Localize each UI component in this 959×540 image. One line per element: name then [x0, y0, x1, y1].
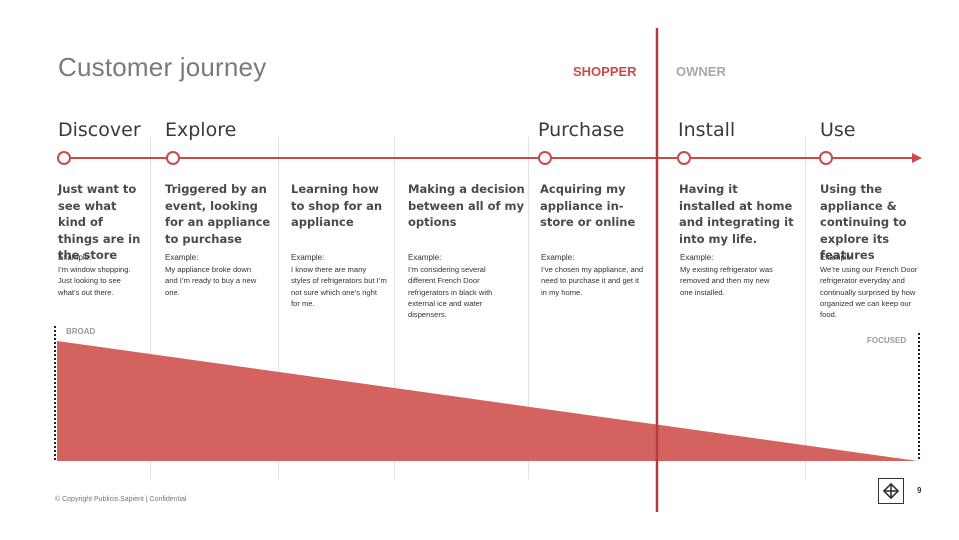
example-text: My appliance broke down and I’m ready to…: [165, 265, 257, 297]
shopper-tab[interactable]: SHOPPER: [573, 64, 637, 79]
focused-label: FOCUSED: [867, 336, 907, 345]
stage-desc: Triggered by an event, looking for an ap…: [165, 182, 271, 246]
stage-desc: Learning how to shop for an appliance: [291, 182, 383, 229]
timeline-arrow: [912, 153, 922, 163]
example-label: Example:: [680, 253, 714, 262]
column-divider: [528, 137, 529, 479]
stage-desc: Making a decision between all of my opti…: [408, 182, 525, 229]
timeline-node-use: [819, 151, 833, 165]
page-title: Customer journey: [58, 52, 267, 82]
timeline-node-explore: [166, 151, 180, 165]
timeline-node-purchase: [538, 151, 552, 165]
stage-label-discover: Discover: [58, 119, 141, 141]
stage-label-use: Use: [820, 119, 856, 141]
example-text: My existing refrigerator was removed and…: [680, 265, 773, 297]
owner-tab[interactable]: OWNER: [676, 64, 726, 79]
stage-label-purchase: Purchase: [538, 119, 625, 141]
focus-wedge: [57, 341, 918, 461]
column-divider: [394, 137, 395, 479]
example-text: I’ve chosen my appliance, and need to pu…: [541, 265, 644, 297]
broad-label: BROAD: [66, 327, 96, 336]
example-label: Example:: [58, 253, 92, 262]
timeline-node-install: [677, 151, 691, 165]
example-text: We’re using our French Door refrigerator…: [820, 265, 918, 320]
example-label: Example:: [541, 253, 575, 262]
stage-desc: Having it installed at home and integrat…: [679, 182, 794, 246]
example-text: I’m window shopping. Just looking to see…: [58, 265, 131, 297]
stage-desc: Just want to see what kind of things are…: [58, 182, 141, 262]
logo-mark-icon: [882, 482, 900, 500]
copyright-footer: © Copyright Publicis.Sapient | Confident…: [55, 496, 187, 503]
column-divider: [805, 137, 806, 479]
stage-label-explore: Explore: [165, 119, 237, 141]
example-label: Example:: [165, 253, 199, 262]
stage-label-install: Install: [678, 119, 736, 141]
timeline-node-discover: [57, 151, 71, 165]
column-divider: [278, 137, 279, 479]
page-number: 9: [917, 486, 922, 495]
example-text: I know there are many styles of refriger…: [291, 265, 387, 308]
example-label: Example:: [408, 253, 442, 262]
example-text: I’m considering several different French…: [408, 265, 493, 320]
column-divider: [150, 137, 151, 479]
example-label: Example:: [291, 253, 325, 262]
example-label: Example:: [820, 253, 854, 262]
stage-desc: Acquiring my appliance in-store or onlin…: [540, 182, 636, 229]
sapient-logo: [878, 478, 904, 504]
stage-desc: Using the appliance & continuing to expl…: [820, 182, 907, 262]
